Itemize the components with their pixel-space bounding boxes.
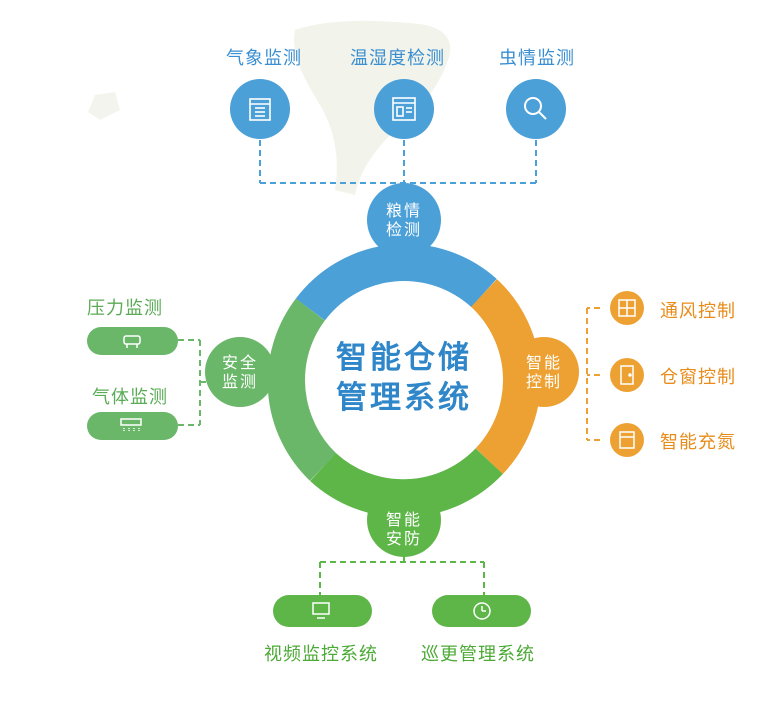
video-label: 视频监控系统 (264, 644, 378, 665)
background-map-shape-small (88, 92, 120, 120)
center-title: 智能仓储 管理系统 (336, 340, 472, 416)
ring-inner-edge (305, 281, 503, 479)
pest-label: 虫情监测 (499, 48, 575, 69)
node-bottom-label: 智能 安防 (385, 510, 422, 548)
ventilation-label: 通风控制 (660, 301, 736, 322)
gas-label: 气体监测 (92, 387, 168, 408)
pressure-pill[interactable] (87, 327, 178, 355)
left-connectors (178, 339, 210, 426)
window-circle[interactable] (610, 358, 644, 392)
gas-pill[interactable] (87, 412, 178, 440)
node-top-label: 粮情 检测 (385, 201, 422, 239)
pressure-label: 压力监测 (87, 298, 163, 319)
door-icon (620, 365, 634, 385)
right-connectors (586, 307, 600, 441)
dashboard-panel-icon (392, 97, 416, 121)
nitrogen-label: 智能充氮 (660, 432, 736, 453)
node-right-circle (509, 337, 579, 407)
ring-segment-top (295, 243, 497, 322)
window-label: 仓窗控制 (660, 367, 736, 388)
patrol-label: 巡更管理系统 (421, 644, 535, 665)
window-grid-icon (618, 299, 636, 317)
pest-circle[interactable] (506, 79, 566, 139)
clock-icon (473, 602, 491, 620)
weather-circle[interactable] (230, 79, 290, 139)
weather-label: 气象监测 (226, 48, 302, 69)
magnifier-icon (524, 97, 547, 120)
node-left-circle (205, 337, 275, 407)
ring-segment-left (267, 298, 337, 481)
monitor-icon (312, 602, 330, 619)
node-bottom-circle (367, 483, 441, 557)
humidity-label: 温湿度检测 (350, 48, 445, 69)
cabinet-icon (619, 431, 635, 449)
air-vent-icon (120, 418, 142, 432)
sensor-icon (123, 335, 141, 348)
node-left-label: 安全 监测 (221, 353, 258, 391)
nitrogen-circle[interactable] (610, 423, 644, 457)
background-map-shape (294, 20, 451, 196)
node-top-circle (367, 183, 441, 257)
document-list-icon (249, 98, 271, 121)
node-right-label: 智能 控制 (525, 353, 562, 391)
video-pill[interactable] (273, 595, 372, 627)
humidity-circle[interactable] (374, 79, 434, 139)
